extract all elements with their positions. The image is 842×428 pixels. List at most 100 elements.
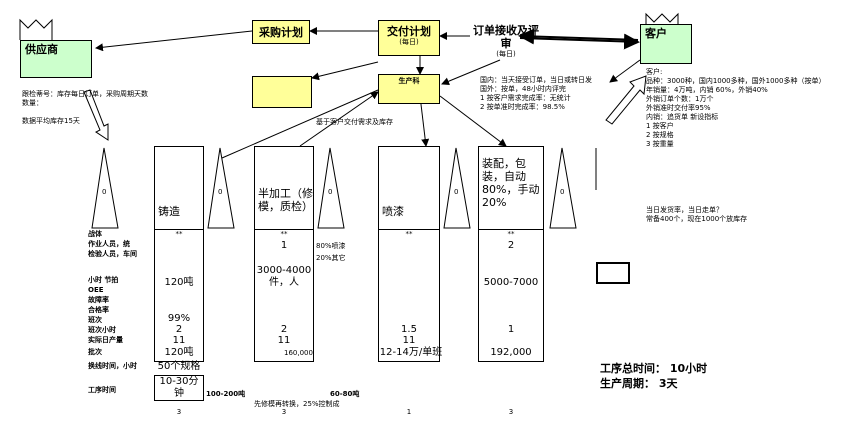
order-info-line: 2 按单准时完成率：98.5% [480, 103, 565, 111]
customer-roof-icon [645, 12, 679, 28]
production-dept-box: 生产科 [378, 74, 440, 104]
supplier-note-line: 数量： [22, 99, 43, 107]
row-label: 工序时间 [88, 386, 116, 394]
inventory-triangle-4 [443, 147, 471, 229]
summary-cycle-time: 生产周期： 3天 [600, 377, 678, 390]
cell-p3-hours: 11 [402, 335, 416, 346]
order-receipt-label: 订单接收及评审 [473, 24, 539, 50]
production-dept-label: 生产科 [398, 77, 420, 85]
cell-p1-shift: 2 [175, 324, 183, 335]
delivery-plan-freq: (每日) [399, 38, 419, 46]
inventory-value-3: 0 [328, 188, 333, 196]
row-label: 批次 [88, 348, 102, 356]
cell-p4-output: 192,000 [490, 347, 532, 358]
inventory-value-5: 0 [560, 188, 565, 196]
row-label: 班次 [88, 316, 102, 324]
cell-p1-stars: ** [175, 230, 183, 238]
supplier-label: 供应商 [25, 43, 58, 56]
process-name: 装配，包装，自动80%，手动20% [482, 157, 540, 209]
inventory-triangle-3 [317, 147, 345, 229]
cell-p2-output: 160,000 [284, 349, 313, 357]
customer-box: 客户 [640, 24, 692, 64]
side-note-paint-80: 80%喷漆 [316, 242, 346, 250]
process-box-casting: 铸造 [154, 146, 204, 230]
side-note-tonnage-2: 60-80吨 [330, 390, 360, 398]
cell-p2-shift: 2 [280, 324, 288, 335]
data-box-3 [378, 230, 440, 362]
row-label: 检验人员，车间 [88, 250, 137, 258]
cell-p4-takt: 5000-7000 [483, 277, 539, 288]
row-label: 小时 节拍 [88, 276, 119, 284]
data-box-4 [478, 230, 544, 362]
customer-stats-line: 1 按客户 [646, 122, 674, 130]
cell-p1-changeover: 10-30分钟 [154, 375, 204, 401]
customer-stats-line: 外销准时交付率95% [646, 104, 711, 112]
purchase-plan-box: 采购计划 [252, 20, 310, 44]
cell-p1-batch: 50个规格 [157, 361, 201, 372]
side-note-tonnage: 100-200吨 [206, 390, 246, 398]
row-label: 班次小时 [88, 326, 116, 334]
cell-p1-time: 3 [176, 408, 182, 416]
arrow-customer-to-info [609, 59, 641, 83]
process-box-semi: 半加工（修模，质检） [254, 146, 314, 230]
customer-stats-line: 品种：3000种，国内1000多种，国外1000多种（按单） [646, 77, 826, 85]
supplier-roof-icon [19, 18, 53, 40]
supplier-note-line: 数据平均库存15天 [22, 117, 80, 125]
cell-p4-time: 3 [508, 408, 514, 416]
order-info-line: 国内：当天接受订单，当日或转日发 [480, 76, 592, 84]
cell-p4-stars: ** [507, 230, 515, 238]
row-label: OEE [88, 286, 104, 294]
cell-p1-output: 120吨 [164, 347, 194, 358]
order-receipt-freq: (每日) [496, 50, 516, 58]
arrow-purchase-to-supplier [95, 30, 253, 52]
supplier-note-line: 跟检蒂号：库存每日订单，采购周期天数 [22, 90, 148, 98]
customer-stats-line: 内销：追货单 新设指标 [646, 113, 719, 121]
cell-p1-takt: 120吨 [164, 277, 194, 288]
customer-stats: 客户: 品种：3000种，国内1000多种，国外1000多种（按单） 年销量：4… [646, 68, 836, 149]
data-box-1 [154, 230, 204, 362]
arrow-process2-to-production [299, 91, 379, 147]
arrow-delivery-to-planbox [311, 61, 379, 81]
row-label: 故障率 [88, 296, 109, 304]
cell-p1-hours: 11 [172, 335, 186, 346]
customer-stock-line: 当日发货率，当日走单？ [646, 206, 723, 214]
order-receipt-box: 订单接收及评审 (每日) [470, 20, 542, 58]
order-info: 国内：当天接受订单，当日或转日发 国外：按单，48小时内评完 1 按客户需求完成… [480, 76, 620, 112]
row-label: 换线时间，小时 [88, 362, 137, 370]
inventory-triangle-1 [91, 147, 119, 229]
cell-p4-shift: 1 [507, 324, 515, 335]
row-label: 战体 [88, 230, 102, 238]
order-info-line: 国外：按单，48小时内评完 [480, 85, 566, 93]
inventory-value-1: 0 [102, 188, 107, 196]
empty-data-box [596, 262, 630, 284]
cell-p3-shift: 1.5 [401, 324, 417, 335]
process-name: 铸造 [158, 205, 180, 218]
customer-stats-line: 2 按规格 [646, 131, 674, 139]
row-label: 实际日产量 [88, 336, 123, 344]
delivery-plan-label: 交付计划 [387, 25, 431, 38]
customer-stats-line: 外销订单个数：1万个 [646, 95, 714, 103]
customer-stock-line: 常备400个，现在1000个放库存 [646, 215, 748, 223]
schedule-box [252, 76, 312, 108]
row-labels: 战体 作业人员，统 检验人员，车间 小时 节拍 OEE 故障率 合格率 班次 班… [88, 230, 154, 396]
side-note-other-20: 20%其它 [316, 254, 346, 262]
customer-stats-line: 3 按重量 [646, 140, 674, 148]
process-name: 喷漆 [382, 205, 404, 218]
summary-total-time: 工序总时间： 10小时 [600, 362, 708, 375]
cell-p2-workers: 1 [280, 240, 288, 251]
supplier-note: 跟检蒂号：库存每日订单，采购周期天数 数量： 数据平均库存15天 [22, 90, 182, 126]
cell-p3-stars: ** [405, 230, 413, 238]
cell-p2-hours: 11 [277, 335, 291, 346]
process-box-paint: 喷漆 [378, 146, 440, 230]
cell-p2-stars: ** [280, 230, 288, 238]
arrow-order-to-customer [519, 33, 640, 50]
line-production-to-casting [221, 89, 379, 159]
cell-p3-output: 12-14万/单班 [379, 347, 443, 358]
row-label: 作业人员，统 [88, 240, 130, 248]
customer-stock-note: 当日发货率，当日走单？ 常备400个，现在1000个放库存 [646, 206, 836, 224]
cell-p2-takt: 3000-4000件，人 [256, 265, 312, 288]
customer-label: 客户 [645, 27, 667, 40]
cell-p4-workers: 2 [507, 240, 515, 251]
arrow-production-to-paint [419, 95, 430, 147]
